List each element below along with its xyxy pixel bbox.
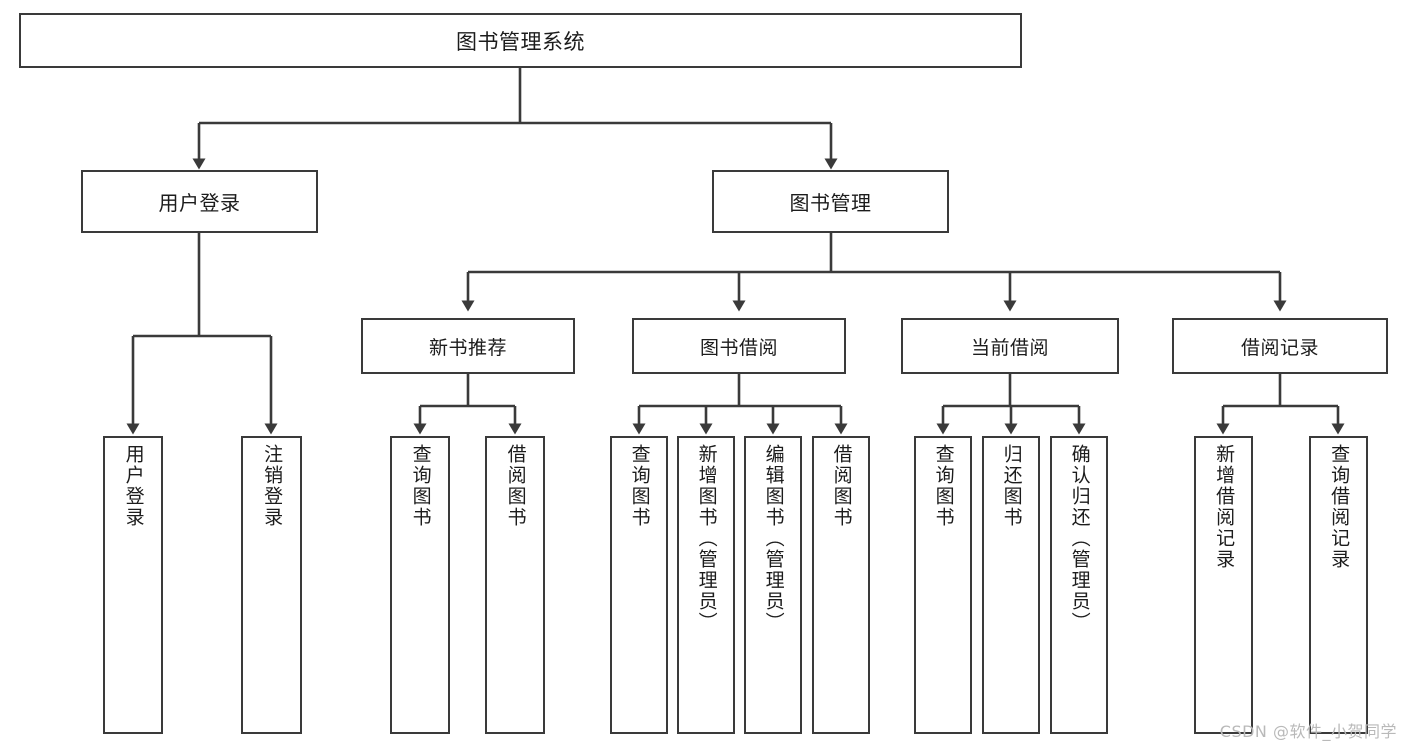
node-user-login[interactable]: 用户登录 (81, 170, 318, 233)
leaf-query-book-borrow[interactable]: 查询图书 (610, 436, 668, 734)
node-borrow-record[interactable]: 借阅记录 (1172, 318, 1388, 374)
node-label: 查询借阅记录 (1328, 444, 1351, 570)
leaf-add-borrow-record[interactable]: 新增借阅记录 (1194, 436, 1253, 734)
leaf-query-book-recommend[interactable]: 查询图书 (390, 436, 450, 734)
node-label: 新增借阅记录 (1213, 444, 1236, 570)
leaf-borrow-book-recommend[interactable]: 借阅图书 (485, 436, 545, 734)
node-label: 借阅图书 (830, 444, 853, 528)
node-label: 归还图书 (1000, 444, 1023, 528)
leaf-return-book[interactable]: 归还图书 (982, 436, 1040, 734)
node-label: 注销登录 (261, 444, 284, 528)
node-label: 图书管理系统 (456, 29, 585, 54)
watermark: CSDN @软件_小贺同学 (1219, 722, 1397, 741)
node-label: 用户登录 (158, 191, 241, 215)
node-book-borrow[interactable]: 图书借阅 (632, 318, 846, 374)
node-label: 借阅记录 (1240, 336, 1319, 359)
node-label: 查询图书 (932, 444, 955, 528)
node-label: 查询图书 (409, 444, 432, 528)
leaf-user-login[interactable]: 用户登录 (103, 436, 163, 734)
node-label: 编辑图书（管理员） (762, 444, 785, 633)
node-label: 借阅图书 (504, 444, 527, 528)
node-label: 当前借阅 (970, 336, 1049, 359)
node-current-borrow[interactable]: 当前借阅 (901, 318, 1119, 374)
node-label: 确认归还（管理员） (1068, 444, 1091, 633)
leaf-edit-book-admin[interactable]: 编辑图书（管理员） (744, 436, 802, 734)
leaf-borrow-book[interactable]: 借阅图书 (812, 436, 870, 734)
node-label: 新增图书（管理员） (695, 444, 718, 633)
node-book-management[interactable]: 图书管理 (712, 170, 949, 233)
node-label: 图书管理 (789, 191, 872, 215)
leaf-query-book-current[interactable]: 查询图书 (914, 436, 972, 734)
node-label: 新书推荐 (428, 336, 507, 359)
node-new-book-recommend[interactable]: 新书推荐 (361, 318, 575, 374)
node-label: 查询图书 (628, 444, 651, 528)
node-root-book-management-system[interactable]: 图书管理系统 (19, 13, 1022, 68)
leaf-query-borrow-record[interactable]: 查询借阅记录 (1309, 436, 1368, 734)
node-label: 图书借阅 (699, 336, 778, 359)
leaf-user-logout[interactable]: 注销登录 (241, 436, 302, 734)
node-label: 用户登录 (122, 444, 145, 528)
leaf-confirm-return-admin[interactable]: 确认归还（管理员） (1050, 436, 1108, 734)
leaf-add-book-admin[interactable]: 新增图书（管理员） (677, 436, 735, 734)
